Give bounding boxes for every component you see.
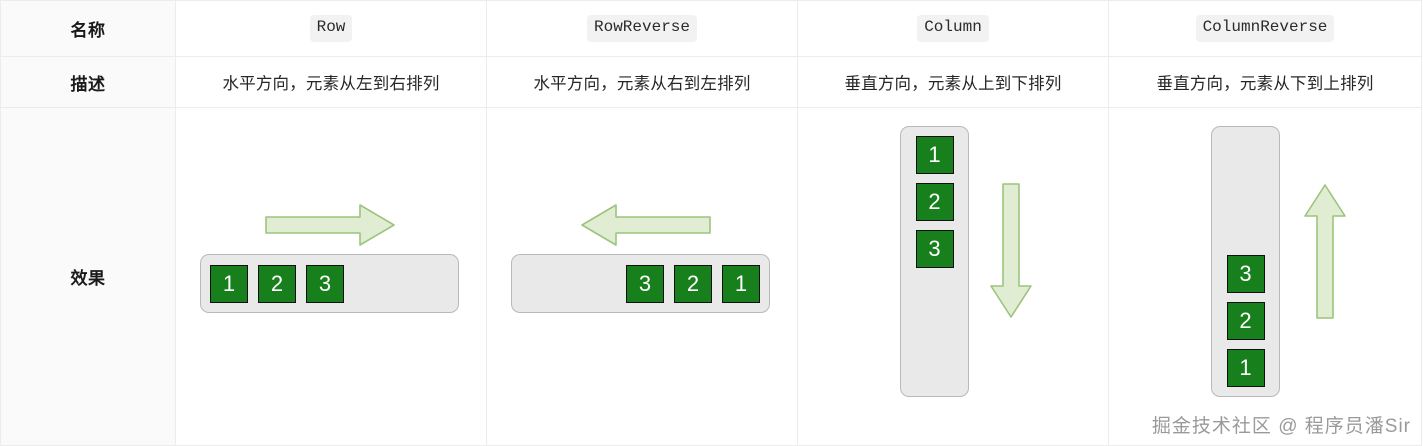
flex-item: 1 [915, 136, 954, 174]
cell-description-row-reverse: 水平方向，元素从右到左排列 [486, 56, 798, 108]
flex-item: 3 [915, 230, 954, 268]
flex-container-row-reverse: 1 2 3 [511, 254, 770, 313]
cell-name-column: Column [797, 0, 1109, 57]
flex-item: 2 [1226, 302, 1265, 340]
cell-effect-row: 1 2 3 [175, 107, 487, 446]
flex-item: 1 [722, 264, 760, 303]
flex-item: 3 [306, 264, 344, 303]
code-chip-column: Column [917, 15, 989, 42]
flex-item: 2 [258, 264, 296, 303]
code-chip-row-reverse: RowReverse [586, 15, 697, 42]
arrow-up-icon [1302, 182, 1348, 320]
row-label-name: 名称 [0, 0, 176, 57]
arrow-left-icon [579, 202, 712, 248]
effect-diagram-column-reverse: 1 2 3 [1109, 108, 1421, 445]
arrow-right-icon [264, 202, 397, 248]
cell-effect-row-reverse: 1 2 3 [486, 107, 798, 446]
flex-item: 1 [210, 264, 248, 303]
cell-description-column-reverse: 垂直方向，元素从下到上排列 [1108, 56, 1422, 108]
table-row-effect: 效果 1 2 3 [0, 107, 1422, 446]
cell-name-row: Row [175, 0, 487, 57]
flex-container-row: 1 2 3 [200, 254, 459, 313]
flex-item: 2 [915, 183, 954, 221]
flex-item: 2 [674, 264, 712, 303]
effect-diagram-column: 1 2 3 [798, 108, 1108, 445]
flex-item: 3 [626, 264, 664, 303]
arrow-down-icon [988, 182, 1034, 320]
effect-diagram-row: 1 2 3 [176, 108, 486, 445]
cell-description-row: 水平方向，元素从左到右排列 [175, 56, 487, 108]
row-label-description: 描述 [0, 56, 176, 108]
cell-name-column-reverse: ColumnReverse [1108, 0, 1422, 57]
cell-effect-column: 1 2 3 [797, 107, 1109, 446]
table-row-name: 名称 Row RowReverse Column ColumnReverse [0, 0, 1422, 57]
flex-container-column-reverse: 1 2 3 [1211, 126, 1280, 397]
effect-diagram-row-reverse: 1 2 3 [487, 108, 797, 445]
flex-item: 1 [1226, 349, 1265, 387]
cell-effect-column-reverse: 1 2 3 [1108, 107, 1422, 446]
code-chip-column-reverse: ColumnReverse [1195, 15, 1335, 42]
cell-description-column: 垂直方向，元素从上到下排列 [797, 56, 1109, 108]
flex-container-column: 1 2 3 [900, 126, 969, 397]
code-chip-row: Row [309, 15, 353, 42]
row-label-effect: 效果 [0, 107, 176, 446]
flex-item: 3 [1226, 255, 1265, 293]
table-row-description: 描述 水平方向，元素从左到右排列 水平方向，元素从右到左排列 垂直方向，元素从上… [0, 56, 1422, 108]
cell-name-row-reverse: RowReverse [486, 0, 798, 57]
